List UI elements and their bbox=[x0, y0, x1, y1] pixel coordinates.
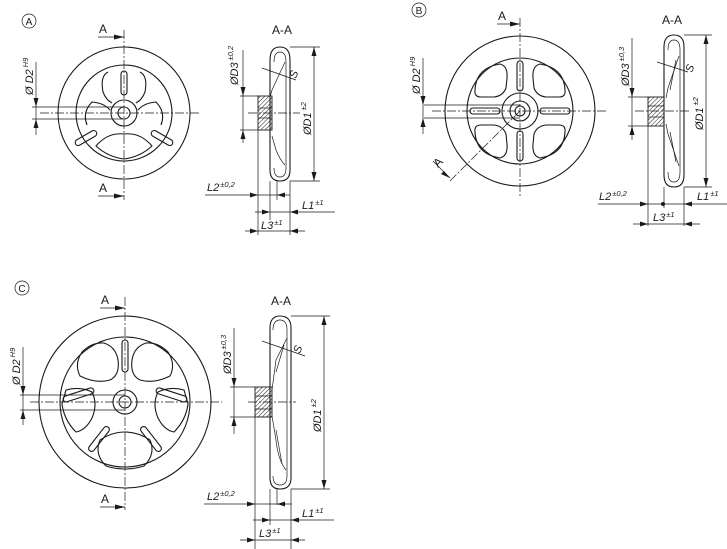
svg-text:L3±1: L3±1 bbox=[259, 526, 281, 540]
svg-text:L1±1: L1±1 bbox=[302, 198, 324, 212]
section-view: A-A ØD3±0,2 S ØD1±2 bbox=[205, 23, 335, 235]
svg-text:Ø D2H9: Ø D2H9 bbox=[408, 56, 423, 95]
svg-text:Ø D2H9: Ø D2H9 bbox=[8, 347, 23, 386]
svg-text:A-A: A-A bbox=[271, 294, 291, 308]
svg-text:Ø D2H9: Ø D2H9 bbox=[21, 57, 36, 96]
svg-text:L2±0,2: L2±0,2 bbox=[207, 489, 236, 503]
dimension-d2: Ø D2H9 bbox=[21, 57, 124, 135]
svg-text:ØD1±2: ØD1±2 bbox=[299, 101, 314, 136]
svg-text:S: S bbox=[288, 68, 302, 80]
variant-badge: C bbox=[14, 280, 30, 296]
svg-text:A-A: A-A bbox=[272, 23, 292, 37]
svg-text:L1±1: L1±1 bbox=[302, 506, 324, 520]
svg-text:A: A bbox=[430, 155, 446, 171]
svg-text:L2±0,2: L2±0,2 bbox=[599, 189, 628, 203]
dimension-d2: Ø D2H9 bbox=[408, 56, 520, 134]
variant-c: C A A bbox=[8, 280, 334, 549]
svg-text:A: A bbox=[99, 181, 107, 195]
svg-text:S: S bbox=[292, 343, 306, 355]
front-view: A A bbox=[430, 9, 607, 198]
front-view: A A bbox=[30, 293, 222, 510]
svg-text:ØD3±0,3: ØD3±0,3 bbox=[219, 334, 234, 375]
svg-text:L3±1: L3±1 bbox=[653, 210, 675, 224]
svg-text:L2±0,2: L2±0,2 bbox=[207, 180, 236, 194]
front-view: A A bbox=[40, 22, 200, 200]
variant-badge: B bbox=[411, 2, 427, 18]
svg-text:A: A bbox=[99, 22, 107, 36]
svg-text:A-A: A-A bbox=[662, 13, 682, 27]
svg-text:ØD3±0,2: ØD3±0,2 bbox=[226, 45, 241, 86]
svg-text:L3±1: L3±1 bbox=[261, 218, 283, 232]
svg-text:B: B bbox=[416, 6, 423, 17]
svg-text:C: C bbox=[18, 284, 25, 295]
dimension-d2: Ø D2H9 bbox=[8, 347, 125, 425]
svg-text:A: A bbox=[26, 17, 33, 28]
variant-b: B A A bbox=[408, 2, 727, 227]
svg-text:ØD1±2: ØD1±2 bbox=[309, 398, 324, 433]
section-view: A-A ØD3±0,3 S ØD1±2 bbox=[598, 13, 727, 227]
svg-text:A: A bbox=[498, 9, 506, 23]
svg-text:A: A bbox=[101, 492, 109, 506]
svg-text:S: S bbox=[684, 62, 698, 74]
svg-text:L1±1: L1±1 bbox=[697, 189, 719, 203]
variant-badge: A bbox=[21, 13, 37, 29]
svg-text:ØD1±2: ØD1±2 bbox=[691, 96, 706, 131]
variant-a: A A A bbox=[21, 13, 335, 235]
section-view: A-A ØD3±0,3 S ØD1±2 bbox=[204, 294, 334, 549]
svg-text:ØD3±0,3: ØD3±0,3 bbox=[617, 46, 632, 87]
svg-text:A: A bbox=[101, 293, 109, 307]
